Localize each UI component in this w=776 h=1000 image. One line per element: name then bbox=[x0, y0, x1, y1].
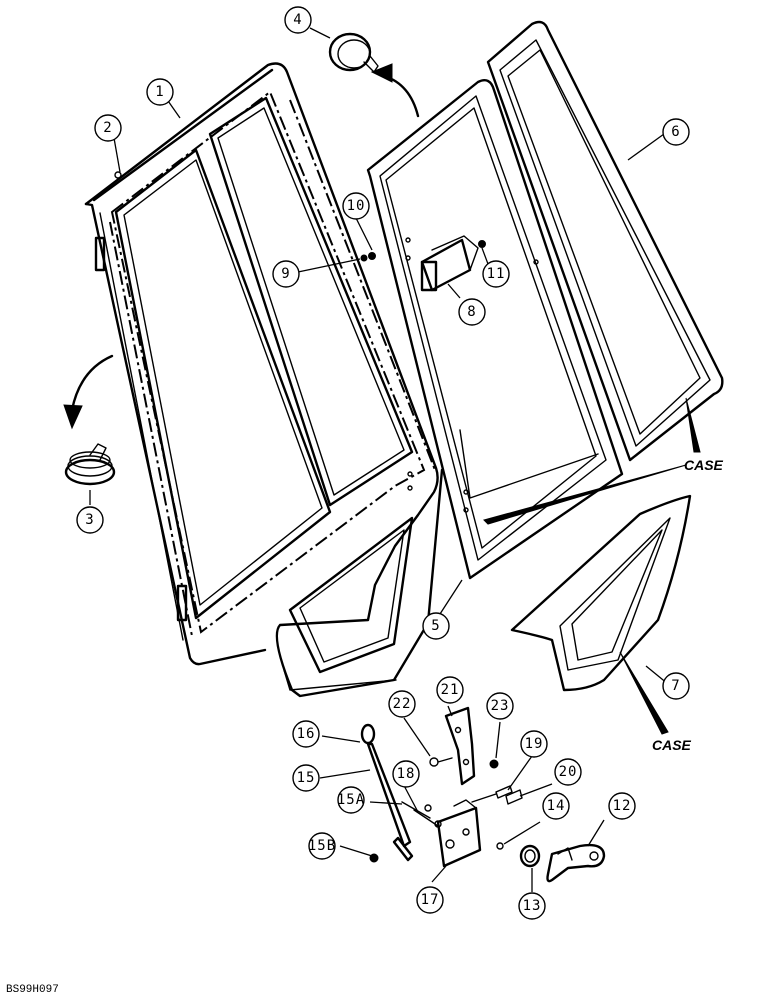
case-logo-lower: CASE bbox=[652, 737, 692, 753]
callout-8: 8 bbox=[458, 298, 486, 326]
svg-text:5: 5 bbox=[431, 618, 440, 634]
svg-text:4: 4 bbox=[293, 12, 302, 28]
bolt-19 bbox=[471, 785, 513, 803]
svg-text:9: 9 bbox=[281, 266, 290, 282]
svg-text:2: 2 bbox=[103, 120, 112, 136]
nut-11 bbox=[478, 240, 486, 248]
svg-text:16: 16 bbox=[297, 726, 316, 742]
nut-10 bbox=[368, 252, 376, 260]
arrow-to-seal-3 bbox=[63, 354, 114, 430]
svg-text:3: 3 bbox=[85, 512, 94, 528]
callout-15A: 15A bbox=[337, 786, 365, 814]
strut-rod bbox=[360, 723, 414, 862]
decal-pointer-upper bbox=[685, 397, 701, 453]
svg-text:1: 1 bbox=[155, 84, 164, 100]
svg-text:15A: 15A bbox=[337, 792, 365, 808]
callout-23: 23 bbox=[486, 692, 514, 720]
svg-text:13: 13 bbox=[523, 898, 542, 914]
callout-22: 22 bbox=[388, 690, 416, 718]
stud-15A bbox=[401, 801, 432, 819]
callout-20: 20 bbox=[554, 758, 582, 786]
callout-21: 21 bbox=[436, 676, 464, 704]
seal-coil-4 bbox=[328, 32, 379, 73]
callout-6: 6 bbox=[662, 118, 690, 146]
callout-19: 19 bbox=[520, 730, 548, 758]
svg-text:17: 17 bbox=[421, 892, 440, 908]
svg-text:15B: 15B bbox=[308, 838, 336, 854]
callout-5: 5 bbox=[422, 612, 450, 640]
callout-15B: 15B bbox=[308, 832, 336, 860]
svg-text:14: 14 bbox=[547, 798, 566, 814]
bolt-20 bbox=[505, 789, 523, 805]
callout-9: 9 bbox=[272, 260, 300, 288]
door-frame bbox=[84, 62, 444, 698]
stud-18 bbox=[413, 809, 442, 828]
case-logo-upper: CASE bbox=[684, 457, 724, 473]
callout-13: 13 bbox=[518, 892, 546, 920]
svg-text:20: 20 bbox=[559, 764, 578, 780]
callout-10: 10 bbox=[342, 192, 370, 220]
arrow-from-seal-4 bbox=[370, 63, 420, 118]
side-glass-lower bbox=[510, 494, 692, 692]
decal-pointer-middle bbox=[483, 464, 687, 525]
svg-text:7: 7 bbox=[671, 678, 680, 694]
callout-14: 14 bbox=[542, 792, 570, 820]
callout-16: 16 bbox=[292, 720, 320, 748]
svg-text:10: 10 bbox=[347, 198, 366, 214]
door-glass bbox=[366, 79, 624, 580]
figure-code: BS99H097 bbox=[6, 984, 59, 996]
bracket-21 bbox=[444, 706, 476, 786]
svg-text:11: 11 bbox=[487, 266, 506, 282]
latch-bracket bbox=[420, 235, 479, 292]
svg-text:19: 19 bbox=[525, 736, 544, 752]
nut-23 bbox=[489, 759, 499, 769]
bolt-22 bbox=[429, 757, 453, 767]
svg-text:18: 18 bbox=[397, 766, 416, 782]
washer-14 bbox=[496, 842, 504, 850]
callout-12: 12 bbox=[608, 792, 636, 820]
svg-text:23: 23 bbox=[491, 698, 510, 714]
side-glass-upper bbox=[486, 20, 724, 462]
mount-plate-17 bbox=[436, 799, 482, 868]
callout-17: 17 bbox=[416, 886, 444, 914]
callout-4: 4 bbox=[284, 6, 312, 34]
callout-1: 1 bbox=[146, 78, 174, 106]
door-handle-12 bbox=[546, 843, 606, 883]
svg-text:8: 8 bbox=[467, 304, 476, 320]
washer-9 bbox=[360, 254, 368, 262]
svg-text:12: 12 bbox=[613, 798, 632, 814]
callout-3: 3 bbox=[76, 506, 104, 534]
callout-18: 18 bbox=[392, 760, 420, 788]
svg-text:6: 6 bbox=[671, 124, 680, 140]
callout-2: 2 bbox=[94, 114, 122, 142]
decal-pointer-lower bbox=[619, 651, 669, 735]
lock-cylinder-13 bbox=[519, 844, 541, 868]
svg-text:22: 22 bbox=[393, 696, 412, 712]
callout-7: 7 bbox=[662, 672, 690, 700]
svg-text:21: 21 bbox=[441, 682, 460, 698]
svg-text:15: 15 bbox=[297, 770, 316, 786]
callout-15: 15 bbox=[292, 764, 320, 792]
seal-coil-3 bbox=[64, 443, 116, 486]
callout-11: 11 bbox=[482, 260, 510, 288]
